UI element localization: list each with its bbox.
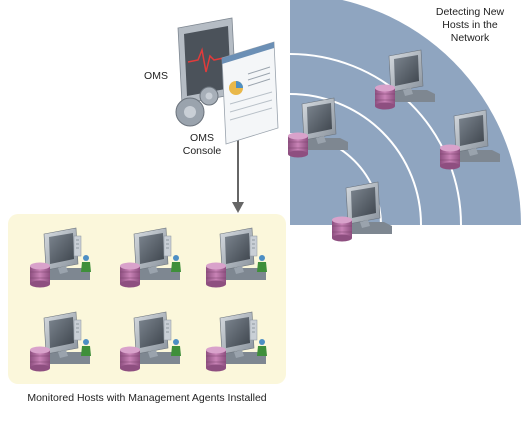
detecting-hosts-label: Detecting New Hosts in the Network [435,6,505,44]
monitored-hosts-label: Monitored Hosts with Management Agents I… [27,392,267,404]
oms-console-window-icon [221,41,279,145]
detection-ring-outer [289,53,462,226]
oms-label: OMS [144,70,168,82]
detection-ring-mid [289,93,422,226]
oms-console-label: OMS Console [182,132,222,157]
oms-server-icon [175,17,237,127]
network-area [290,0,521,225]
arrow-head [232,202,244,213]
